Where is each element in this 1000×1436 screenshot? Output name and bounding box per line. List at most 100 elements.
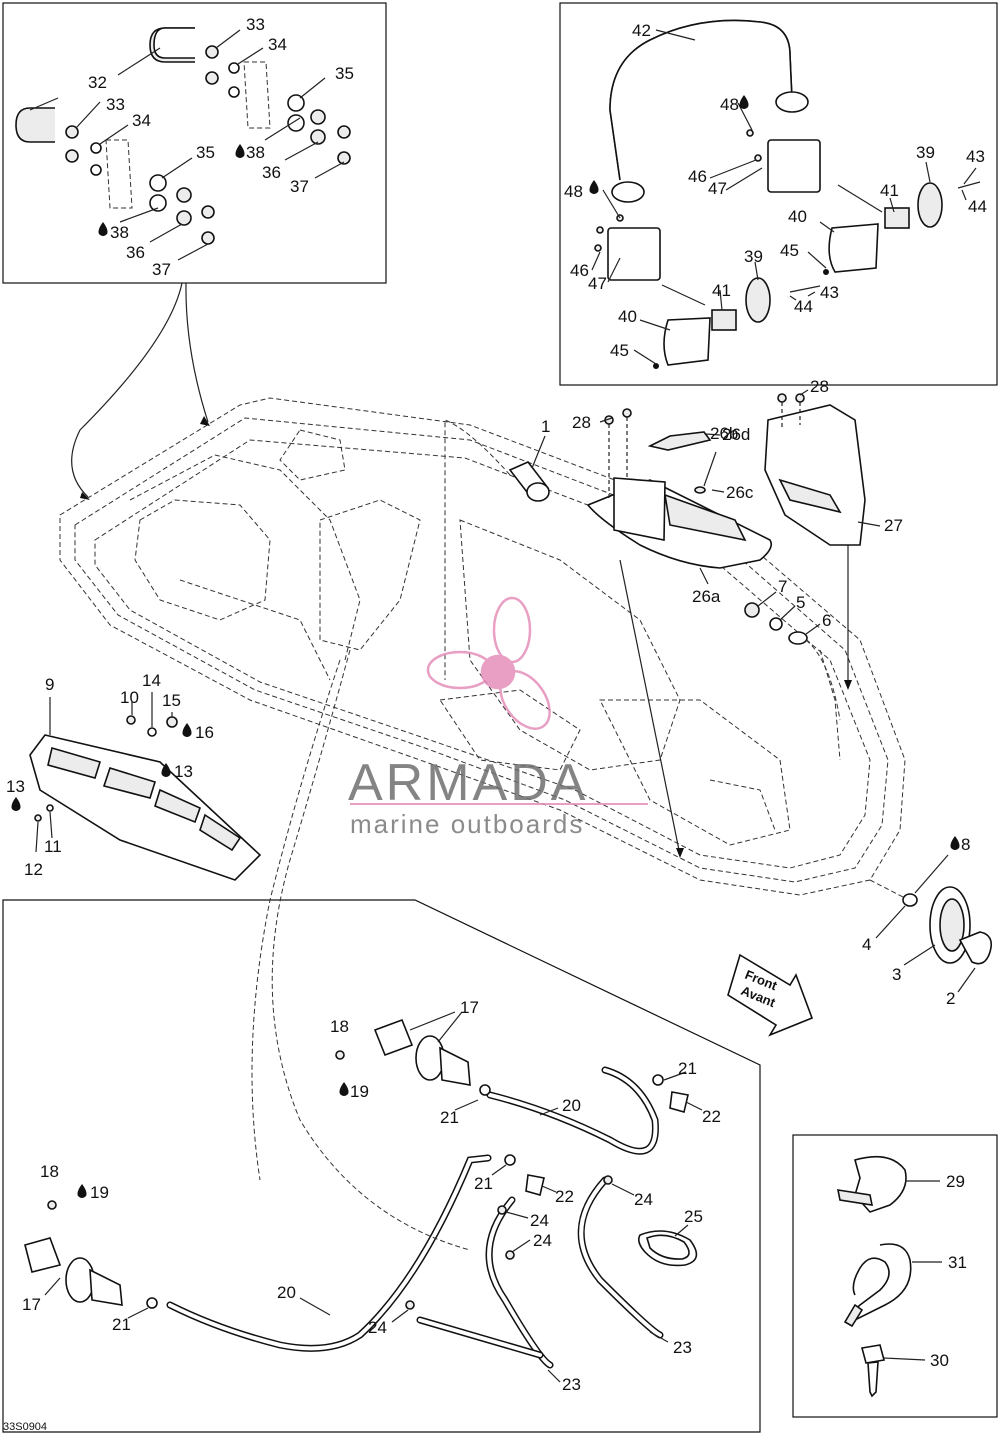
hose-route-dashed-2 xyxy=(251,659,341,1181)
callout-22-b: 22 xyxy=(555,1187,574,1206)
callout-37-lower: 37 xyxy=(152,260,171,279)
callout-46-left: 46 xyxy=(570,261,589,280)
clamp-29 xyxy=(836,1155,940,1213)
callout-14: 14 xyxy=(142,671,161,690)
front-direction-arrow: Front Avant xyxy=(727,953,814,1037)
callout-6: 6 xyxy=(822,611,831,630)
callout-21-c: 21 xyxy=(474,1174,493,1193)
callout-11: 11 xyxy=(44,837,62,856)
callout-28-left: 28 xyxy=(572,413,591,432)
callout-28-right: 28 xyxy=(810,377,829,396)
callout-37-upper: 37 xyxy=(290,177,309,196)
callout-26b: 26b xyxy=(710,424,738,443)
drain-plug-upper xyxy=(335,1011,491,1096)
callout-12: 12 xyxy=(24,860,43,879)
callout-38-lower: 38 xyxy=(110,223,129,242)
storage-bin-26a xyxy=(586,408,773,569)
callout-34-upper: 34 xyxy=(268,35,287,54)
callout-31: 31 xyxy=(948,1253,967,1272)
callout-10: 10 xyxy=(120,688,139,707)
diagram-code: 33S0904 xyxy=(3,1421,47,1433)
callout-27: 27 xyxy=(884,516,903,535)
u-bolt-leaders xyxy=(29,29,345,261)
storage-bin-27 xyxy=(764,393,866,546)
callout-9: 9 xyxy=(45,675,54,694)
o-ring-25 xyxy=(638,1224,698,1267)
callout-15: 15 xyxy=(162,691,181,710)
callout-labels: 1 2 3 4 5 6 7 8 9 10 11 12 13 13 14 15 1… xyxy=(6,15,987,1394)
callout-18-lower: 18 xyxy=(40,1162,59,1181)
callout-48-right: 48 xyxy=(720,95,739,114)
callout-35-upper: 35 xyxy=(335,64,354,83)
sponson-9 xyxy=(29,697,262,881)
callout-24-c: 24 xyxy=(533,1231,552,1250)
drain-hoses xyxy=(166,1066,664,1369)
callout-40-left: 40 xyxy=(618,307,637,326)
callout-32: 32 xyxy=(88,73,107,92)
callout-44-right: 44 xyxy=(968,197,987,216)
inset-arrow-left xyxy=(71,282,183,498)
callout-33-lower: 33 xyxy=(106,95,125,114)
callout-36-lower: 36 xyxy=(126,243,145,262)
u-bolt-inset-box xyxy=(2,2,387,284)
callout-39-left: 39 xyxy=(744,247,763,266)
callout-8: 8 xyxy=(961,835,970,854)
callout-21-d: 21 xyxy=(112,1315,131,1334)
callout-7: 7 xyxy=(778,577,787,596)
handle-leaders xyxy=(591,29,977,365)
washers-5-6-7 xyxy=(744,591,841,721)
cable-tie-31 xyxy=(843,1243,942,1328)
callout-36-upper: 36 xyxy=(262,163,281,182)
callout-2: 2 xyxy=(946,989,955,1008)
callout-22-a: 22 xyxy=(702,1107,721,1126)
callout-23-a: 23 xyxy=(673,1338,692,1357)
callout-47-left: 47 xyxy=(588,274,607,293)
sponson-fasteners xyxy=(34,692,178,853)
callout-45-right: 45 xyxy=(780,241,799,260)
callout-4: 4 xyxy=(862,935,871,954)
callout-17-lower: 17 xyxy=(22,1295,41,1314)
callout-21-a: 21 xyxy=(678,1059,697,1078)
drain-plug-lower xyxy=(24,1200,158,1309)
armada-watermark: ARMADA marine outboards xyxy=(348,596,648,839)
callout-20-lower: 20 xyxy=(277,1283,296,1302)
handle-brackets xyxy=(594,129,981,369)
callout-1: 1 xyxy=(541,417,550,436)
propeller-logo-icon xyxy=(426,596,551,730)
callout-26c: 26c xyxy=(726,483,754,502)
callout-30: 30 xyxy=(930,1351,949,1370)
callout-34-lower: 34 xyxy=(132,111,151,130)
fastener-inset-box xyxy=(792,1134,998,1418)
callout-33-upper: 33 xyxy=(246,15,265,34)
inset-arrow-right xyxy=(185,282,209,423)
screw-30 xyxy=(861,1344,926,1398)
bow-eye-assembly xyxy=(869,854,993,993)
callout-3: 3 xyxy=(892,965,901,984)
callout-43-left: 43 xyxy=(820,283,839,302)
callout-39-right: 39 xyxy=(916,143,935,162)
callout-47-right: 47 xyxy=(708,179,727,198)
callout-21-b: 21 xyxy=(440,1108,459,1127)
callout-5: 5 xyxy=(796,593,805,612)
bin-leaders xyxy=(599,389,881,858)
watermark-title: ARMADA xyxy=(348,754,588,812)
callout-13-right: 13 xyxy=(174,762,193,781)
callout-42: 42 xyxy=(632,21,651,40)
callout-24-d: 24 xyxy=(368,1318,387,1337)
callout-29: 29 xyxy=(946,1172,965,1191)
callout-19-upper: 19 xyxy=(350,1082,369,1101)
hose-route-dashed xyxy=(271,649,471,1251)
u-bolt-assembly-upper xyxy=(149,27,351,165)
callout-45-left: 45 xyxy=(610,341,629,360)
callout-24-b: 24 xyxy=(530,1211,549,1230)
callout-38-upper: 38 xyxy=(246,143,265,162)
callout-41-right: 41 xyxy=(880,181,899,200)
u-bolt-assembly-lower xyxy=(15,107,215,245)
callout-16: 16 xyxy=(195,723,214,742)
handle-inset-box xyxy=(559,2,998,386)
callout-18-upper: 18 xyxy=(330,1017,349,1036)
callout-48-left: 48 xyxy=(564,182,583,201)
callout-43-right: 43 xyxy=(966,147,985,166)
callout-17-upper: 17 xyxy=(460,998,479,1017)
